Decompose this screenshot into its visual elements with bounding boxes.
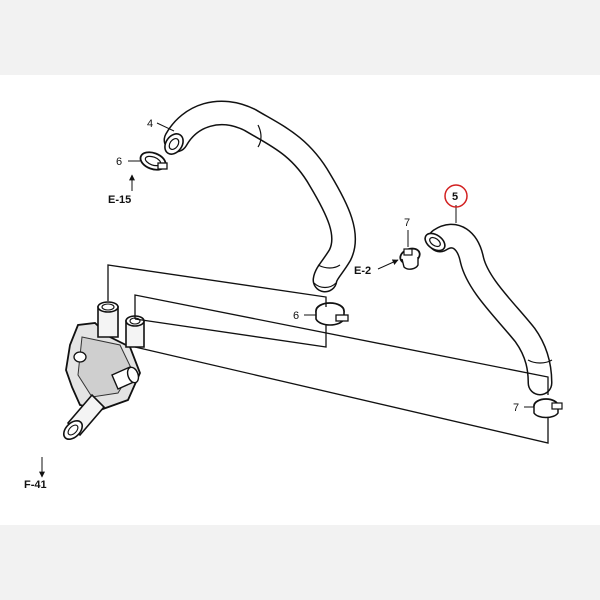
clamp-6-upper xyxy=(139,151,168,171)
hose-4 xyxy=(163,100,356,293)
parts-diagram: 4 6 5 7 6 7 E-15 E-2 F-41 xyxy=(24,100,563,491)
label-part-5: 5 xyxy=(452,191,458,203)
diagram-frame: 4 6 5 7 6 7 E-15 E-2 F-41 xyxy=(0,75,600,525)
label-part-7-lower: 7 xyxy=(513,402,519,414)
label-part-4: 4 xyxy=(147,118,153,130)
hose-5 xyxy=(424,223,553,396)
label-part-7-upper: 7 xyxy=(404,217,410,229)
clamp-7-upper xyxy=(399,247,421,270)
ref-e15: E-15 xyxy=(108,194,131,206)
clamp-7-lower xyxy=(533,398,563,419)
clamp-6-lower xyxy=(315,302,349,326)
label-part-6-upper: 6 xyxy=(116,156,122,168)
ref-f41: F-41 xyxy=(24,479,47,491)
assembly-lines xyxy=(107,264,549,444)
label-part-6-lower: 6 xyxy=(293,310,299,322)
leader-lines xyxy=(39,122,534,478)
ref-e2: E-2 xyxy=(354,265,371,277)
thermostat-housing xyxy=(62,301,145,441)
highlight-circle xyxy=(444,184,468,208)
